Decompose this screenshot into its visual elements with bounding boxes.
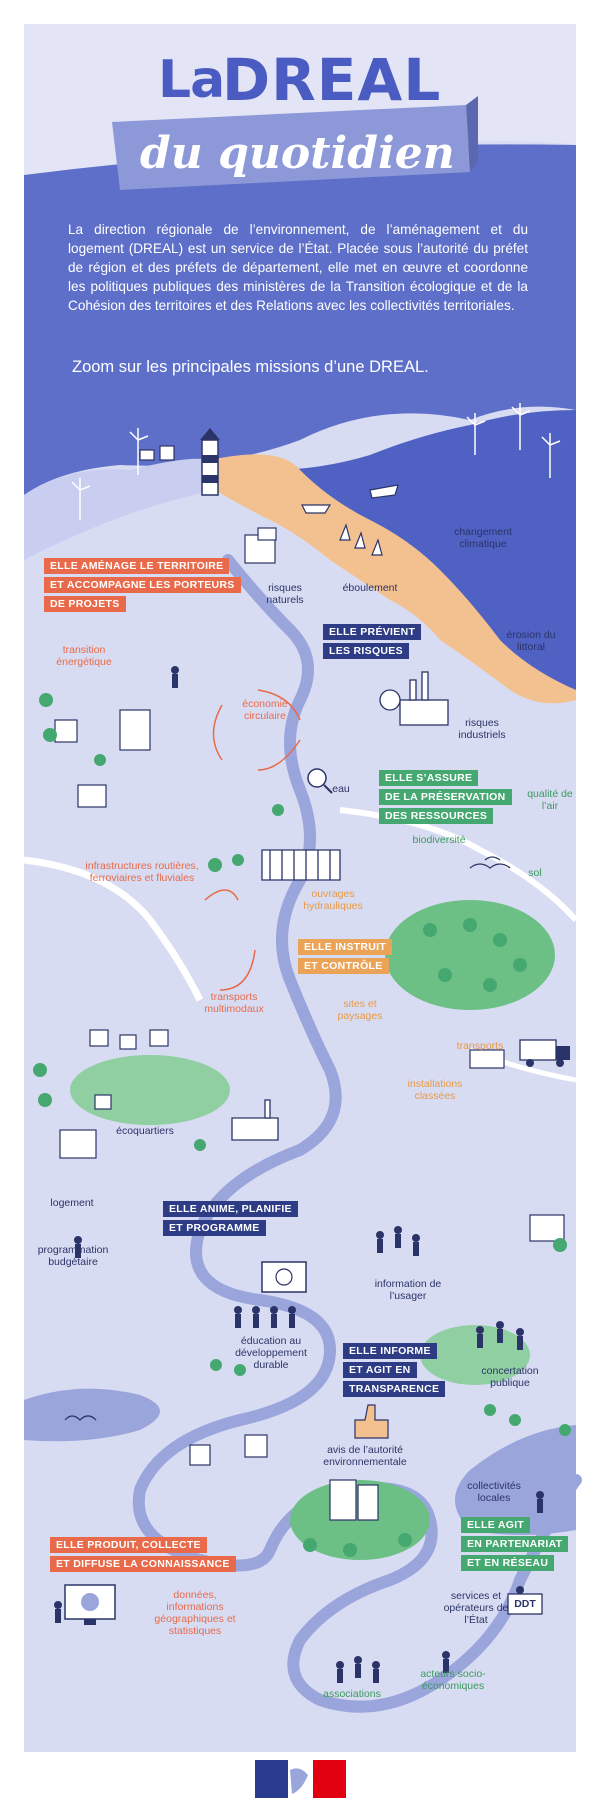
mission-previent-line1: ELLE PRÉVIENT bbox=[323, 624, 422, 640]
label-acteurs: acteurs socio-économiques bbox=[420, 1668, 486, 1692]
label-services: services et opérateurs de l’État bbox=[443, 1590, 509, 1626]
mission-amenage-line2: ET ACCOMPAGNE LES PORTEURS bbox=[44, 577, 241, 593]
mission-instruit-line2: ET CONTRÔLE bbox=[298, 958, 389, 974]
computer-icon bbox=[64, 1584, 116, 1625]
label-infrastructures: infrastructures routières, ferroviaires … bbox=[85, 860, 199, 884]
magnifier-icon bbox=[307, 768, 333, 794]
republic-flag-logo-icon bbox=[255, 1760, 346, 1798]
green-area-ecoquartiers bbox=[70, 1055, 230, 1125]
label-biodiversite: biodiversité bbox=[412, 834, 466, 846]
birds-icon bbox=[64, 856, 511, 1421]
mission-assure-line3: DES RESSOURCES bbox=[379, 808, 494, 824]
mission-agit-line1: ELLE AGIT bbox=[461, 1517, 531, 1533]
label-erosion: érosion du littoral bbox=[506, 629, 556, 653]
zoom-line: Zoom sur les principales missions d’une … bbox=[72, 358, 429, 376]
beach bbox=[210, 454, 576, 704]
title-banner-fold bbox=[466, 96, 478, 172]
mission-agit-line3: ET EN RÉSEAU bbox=[461, 1555, 555, 1571]
label-eboulement: éboulement bbox=[342, 582, 398, 594]
truck-icon bbox=[519, 1039, 570, 1067]
label-installations: installations classées bbox=[407, 1078, 463, 1102]
recycle-arrows-icon bbox=[204, 689, 301, 991]
title-banner bbox=[112, 105, 470, 190]
mission-previent-line2: LES RISQUES bbox=[323, 643, 409, 659]
forest-area bbox=[385, 900, 555, 1010]
label-logement: logement bbox=[50, 1197, 94, 1209]
label-programmation: programmation budgétaire bbox=[37, 1244, 109, 1268]
title-dreal: DREAL bbox=[222, 46, 442, 114]
boats-icon bbox=[301, 484, 399, 556]
label-transports: transports bbox=[456, 1040, 504, 1052]
lighthouse-icon bbox=[200, 428, 220, 496]
label-eau: eau bbox=[332, 783, 350, 795]
mission-informe-line3: TRANSPARENCE bbox=[343, 1381, 446, 1397]
mission-informe-line2: ET AGIT EN bbox=[343, 1362, 417, 1378]
mission-amenage-line1: ELLE AMÉNAGE LE TERRITOIRE bbox=[44, 558, 230, 574]
people-icon bbox=[54, 666, 544, 1683]
lake-left bbox=[24, 1388, 160, 1442]
thumbs-up-icon bbox=[354, 1404, 389, 1439]
road bbox=[23, 856, 204, 1002]
dam-icon bbox=[261, 849, 341, 881]
mission-anime-line2: ET PROGRAMME bbox=[163, 1220, 266, 1236]
mission-produit: ELLE PRODUIT, COLLECTE ET DIFFUSE LA CON… bbox=[50, 1537, 236, 1575]
hill-left bbox=[24, 458, 215, 560]
mission-assure: ELLE S’ASSURE DE LA PRÉSERVATION DES RES… bbox=[379, 770, 512, 827]
mission-produit-line1: ELLE PRODUIT, COLLECTE bbox=[50, 1537, 207, 1553]
label-risques-industriels: risques industriels bbox=[458, 717, 506, 741]
label-transition-energetique: transition énergétique bbox=[56, 644, 112, 668]
factory-icon bbox=[231, 671, 449, 1141]
label-ddt: DDT bbox=[514, 1598, 536, 1610]
label-concertation: concertation publique bbox=[481, 1365, 539, 1389]
label-avis: avis de l’autorité environnementale bbox=[323, 1444, 407, 1468]
label-ecoquartiers: écoquartiers bbox=[116, 1125, 174, 1137]
mission-anime-line1: ELLE ANIME, PLANIFIE bbox=[163, 1201, 298, 1217]
label-qualite-air: qualité de l’air bbox=[527, 788, 573, 812]
mission-produit-line2: ET DIFFUSE LA CONNAISSANCE bbox=[50, 1556, 236, 1572]
mission-agit-line2: EN PARTENARIAT bbox=[461, 1536, 569, 1552]
mission-assure-line1: ELLE S’ASSURE bbox=[379, 770, 479, 786]
mission-previent: ELLE PRÉVIENT LES RISQUES bbox=[323, 624, 422, 662]
label-donnees: données, informations géographiques et s… bbox=[154, 1589, 236, 1637]
title-la: La bbox=[158, 50, 225, 110]
mission-assure-line2: DE LA PRÉSERVATION bbox=[379, 789, 512, 805]
label-education: éducation au développement durable bbox=[235, 1335, 307, 1371]
ddt-sign-icon bbox=[507, 1593, 543, 1615]
mission-informe: ELLE INFORME ET AGIT EN TRANSPARENCE bbox=[343, 1343, 446, 1400]
mission-anime: ELLE ANIME, PLANIFIE ET PROGRAMME bbox=[163, 1201, 298, 1239]
mission-agit: ELLE AGIT EN PARTENARIAT ET EN RÉSEAU bbox=[461, 1517, 569, 1574]
label-information-usager: information de l’usager bbox=[374, 1278, 442, 1302]
mission-instruit: ELLE INSTRUIT ET CONTRÔLE bbox=[298, 939, 393, 977]
label-ouvrages: ouvrages hydrauliques bbox=[303, 888, 363, 912]
label-associations: associations bbox=[323, 1688, 381, 1700]
label-sites-paysages: sites et paysages bbox=[337, 998, 383, 1022]
wind-turbines-icon bbox=[71, 403, 561, 520]
label-changement-climatique: changement climatique bbox=[454, 526, 512, 550]
trees-icon bbox=[33, 693, 571, 1557]
intro-paragraph: La direction régionale de l’environnemen… bbox=[68, 222, 528, 313]
mission-amenage-line3: DE PROJETS bbox=[44, 596, 126, 612]
lake-right bbox=[455, 1425, 576, 1535]
label-sol: sol bbox=[528, 867, 542, 879]
label-transports-multimodaux: transports multimodaux bbox=[204, 991, 264, 1015]
sky-area bbox=[24, 144, 576, 495]
presentation-board-icon bbox=[261, 1261, 307, 1293]
houses-icon bbox=[54, 445, 565, 1521]
label-collectivites: collectivités locales bbox=[467, 1480, 521, 1504]
title-subtitle: du quotidien bbox=[140, 128, 455, 179]
mission-amenage: ELLE AMÉNAGE LE TERRITOIRE ET ACCOMPAGNE… bbox=[44, 558, 241, 615]
mission-instruit-line1: ELLE INSTRUIT bbox=[298, 939, 393, 955]
label-economie-circulaire: économie circulaire bbox=[242, 698, 288, 722]
label-risques-naturels: risques naturels bbox=[266, 582, 304, 606]
mission-informe-line1: ELLE INFORME bbox=[343, 1343, 437, 1359]
